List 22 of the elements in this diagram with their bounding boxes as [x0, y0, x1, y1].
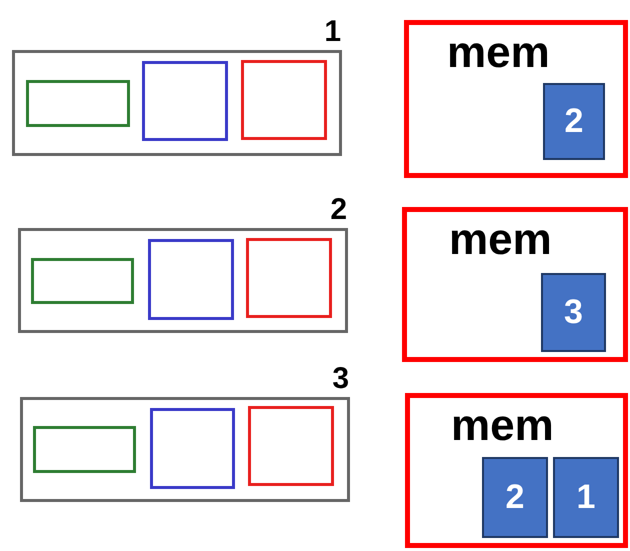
outline-box [142, 61, 228, 141]
value-square: 1 [553, 457, 619, 538]
memory-box [402, 207, 628, 362]
row-number: 3 [332, 364, 349, 394]
memory-heading: mem [449, 218, 552, 262]
outline-box [31, 258, 134, 304]
memory-heading: mem [447, 31, 550, 75]
value-square: 3 [541, 273, 606, 352]
memory-box [405, 393, 628, 548]
row-number: 2 [330, 195, 347, 225]
outline-box [148, 239, 234, 320]
outline-box [248, 406, 334, 486]
memory-heading: mem [451, 404, 554, 448]
value-square: 2 [543, 83, 605, 160]
outline-box [241, 60, 327, 140]
memory-box [404, 20, 628, 178]
outline-box [26, 80, 130, 127]
value-square: 2 [482, 457, 548, 538]
outline-box [246, 238, 332, 318]
outline-box [33, 426, 136, 473]
outline-box [150, 408, 235, 489]
row-number: 1 [324, 17, 341, 47]
